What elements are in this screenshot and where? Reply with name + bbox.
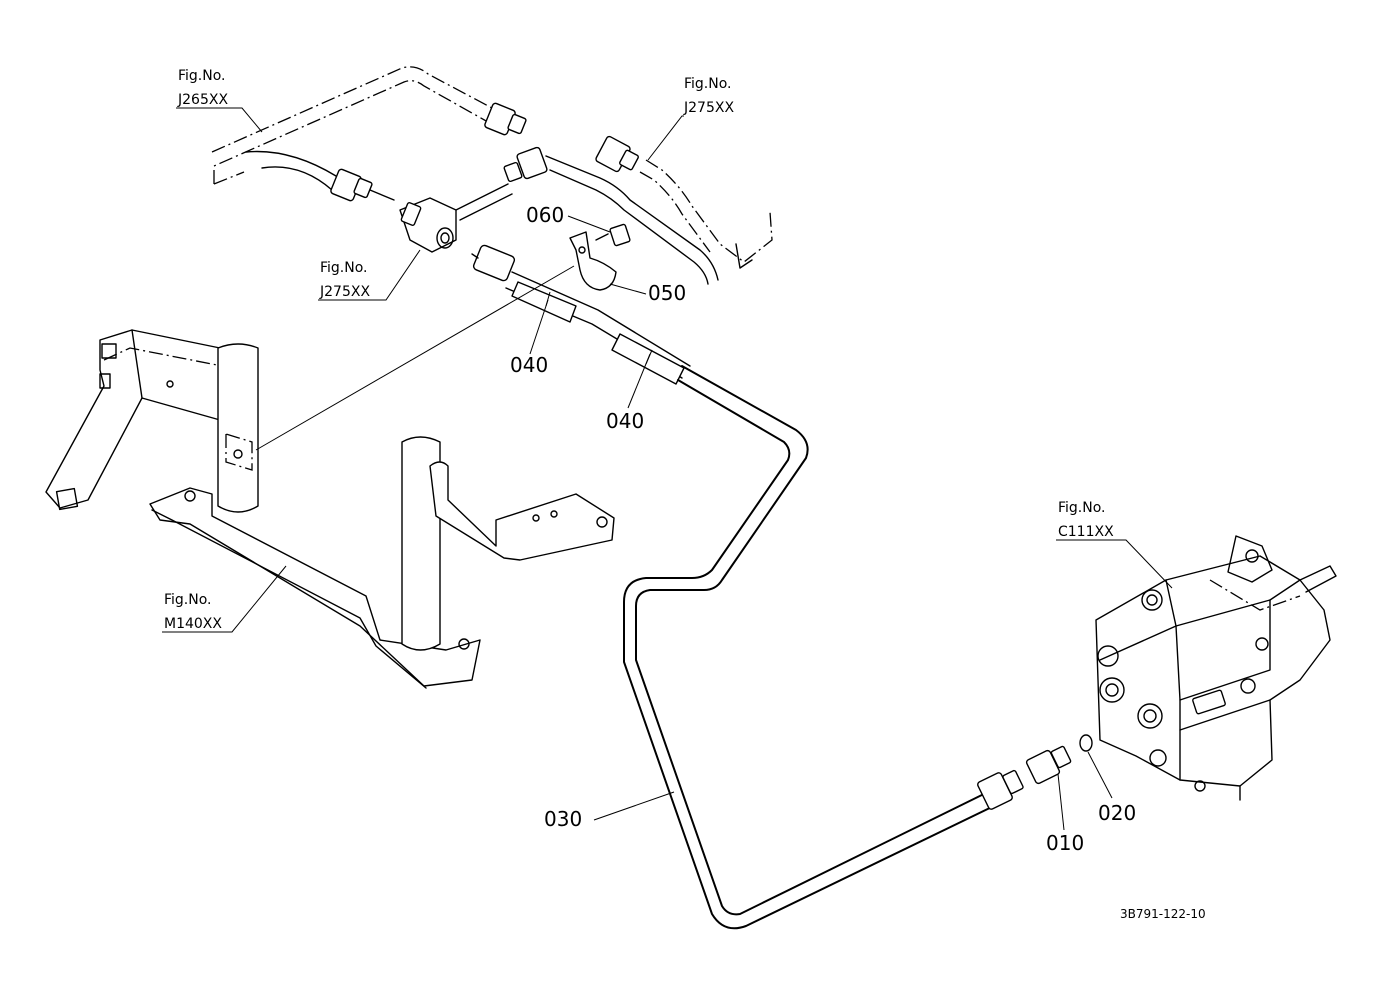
figure-reference-j275xx-lower[interactable]: Fig.No. J275XX <box>318 249 421 301</box>
drawing-code: 3B791-122-10 <box>1120 907 1206 921</box>
callout-020[interactable]: 020 <box>1087 751 1136 825</box>
mounting-frame <box>45 265 615 689</box>
hose-030 <box>623 365 999 930</box>
callout-010[interactable]: 010 <box>1046 773 1084 855</box>
part-number-040: 040 <box>606 409 644 433</box>
part-number-060: 060 <box>526 203 564 227</box>
figure-reference-j265xx[interactable]: Fig.No. J265XX <box>176 68 263 133</box>
figure-reference-c111xx[interactable]: Fig.No. C111XX <box>1056 500 1173 589</box>
figure-reference-code: C111XX <box>1058 524 1114 540</box>
figure-reference-prefix: Fig.No. <box>1058 500 1106 516</box>
part-number-030: 030 <box>544 807 582 831</box>
part-number-020: 020 <box>1098 801 1136 825</box>
callout-050[interactable]: 050 <box>609 281 686 305</box>
figure-reference-code: J275XX <box>319 284 370 300</box>
callout-060[interactable]: 060 <box>526 203 611 233</box>
part-number-040: 040 <box>510 353 548 377</box>
callout-040-upper[interactable]: 040 <box>510 299 549 377</box>
connector-group <box>977 734 1093 810</box>
figure-reference-code: M140XX <box>164 616 222 632</box>
callout-030[interactable]: 030 <box>544 791 675 831</box>
part-number-010: 010 <box>1046 831 1084 855</box>
figure-reference-m140xx[interactable]: Fig.No. M140XX <box>162 565 287 633</box>
part-number-050: 050 <box>648 281 686 305</box>
upper-pipe-assembly <box>211 66 773 285</box>
callout-040-lower[interactable]: 040 <box>606 353 651 433</box>
figure-reference-code: J265XX <box>177 92 228 108</box>
figure-reference-j275xx-upper[interactable]: Fig.No. J275XX <box>647 76 734 161</box>
figure-reference-prefix: Fig.No. <box>320 260 368 276</box>
figure-reference-prefix: Fig.No. <box>164 592 212 608</box>
figure-reference-prefix: Fig.No. <box>684 76 732 92</box>
figure-reference-prefix: Fig.No. <box>178 68 226 84</box>
valve-body <box>1095 535 1337 801</box>
figure-reference-code: J275XX <box>683 100 734 116</box>
